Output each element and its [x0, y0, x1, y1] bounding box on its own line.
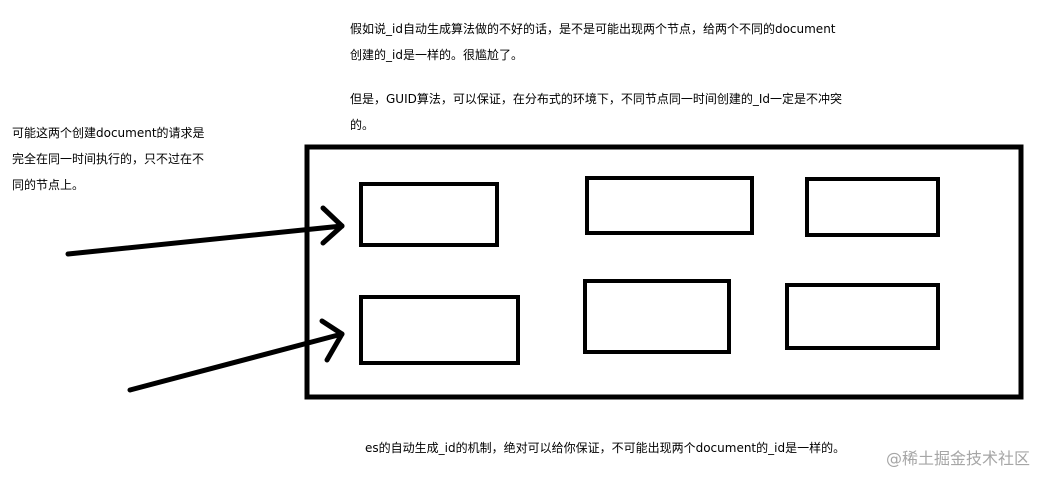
note-requests-line-2: 完全在同一时间执行的，只不过在不 [12, 152, 205, 166]
node-box-6 [785, 283, 940, 350]
node-box-5 [583, 279, 731, 354]
note-es-mechanism: es的自动生成_id的机制，绝对可以给你保证，不可能出现两个document的_… [365, 435, 845, 461]
note-guid-line-1: 但是，GUID算法，可以保证，在分布式的环境下，不同节点同一时间创建的_Id一定… [350, 92, 843, 106]
watermark: @稀土掘金技术社区 [885, 449, 1030, 468]
note-requests-line-1: 可能这两个创建document的请求是 [12, 126, 205, 140]
note-guid-line-2: 的。 [350, 118, 375, 132]
note-top-line-2: 创建的_id是一样的。很尴尬了。 [350, 48, 523, 62]
note-es-line-1: es的自动生成_id的机制，绝对可以给你保证，不可能出现两个document的_… [365, 441, 846, 455]
note-top: 假如说_id自动生成算法做的不好的话，是不是可能出现两个节点，给两个不同的doc… [350, 16, 836, 68]
node-box-4 [359, 295, 520, 365]
note-requests-line-3: 同的节点上。 [12, 178, 85, 192]
note-guid: 但是，GUID算法，可以保证，在分布式的环境下，不同节点同一时间创建的_Id一定… [350, 86, 842, 138]
cluster-box [304, 144, 1024, 400]
note-requests: 可能这两个创建document的请求是 完全在同一时间执行的，只不过在不 同的节… [12, 120, 205, 198]
node-box-2 [585, 176, 754, 235]
note-top-line-1: 假如说_id自动生成算法做的不好的话，是不是可能出现两个节点，给两个不同的doc… [350, 22, 836, 36]
node-box-3 [805, 177, 940, 237]
request-arrow-1 [65, 205, 345, 257]
request-arrow-2 [127, 318, 345, 393]
node-box-1 [359, 182, 499, 247]
